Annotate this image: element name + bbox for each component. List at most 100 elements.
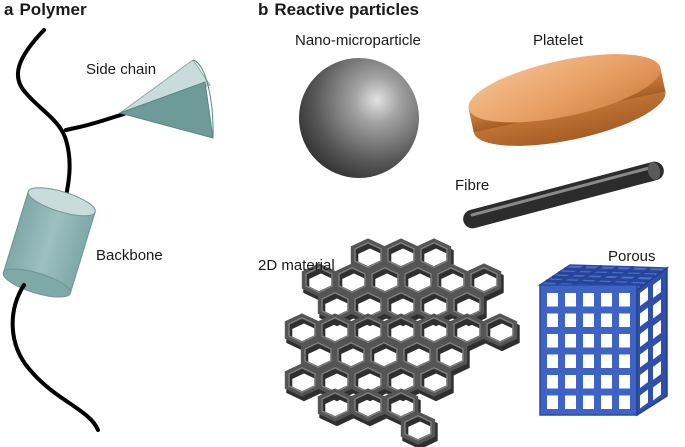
honeycomb-cell-highlight: [453, 292, 481, 318]
honeycomb-cell: [432, 338, 468, 372]
honeycomb-cell-highlight: [404, 267, 432, 293]
honeycomb-cell: [416, 288, 452, 322]
honeycomb-cell-highlight: [404, 415, 432, 441]
honeycomb-cell: [416, 313, 452, 347]
cube-side-pore: [653, 361, 661, 380]
honeycomb-cell-highlight: [321, 367, 349, 393]
polymer-illustration: [2, 28, 214, 432]
cube-side-pore: [640, 328, 648, 347]
honeycomb-cell-highlight: [354, 242, 382, 268]
2d-material-label: 2D material: [258, 257, 335, 274]
honeycomb-cell: [383, 313, 419, 347]
honeycomb-cell: [400, 263, 436, 297]
cube-front-pore: [547, 334, 558, 348]
honeycomb-cell-shadow: [286, 366, 322, 402]
cube-front-pore: [565, 354, 576, 368]
honeycomb-cell-highlight: [337, 342, 365, 368]
cube-front-pore: [601, 293, 612, 307]
cube-front-pore: [601, 375, 612, 389]
honeycomb-cell-highlight: [387, 292, 415, 318]
honeycomb-cell-highlight: [420, 292, 448, 318]
cube-front-pore: [583, 395, 594, 409]
honeycomb-cell-shadow: [418, 366, 454, 402]
honeycomb-cell: [433, 263, 469, 297]
honeycomb-cell: [350, 238, 386, 272]
honeycomb-cell-highlight: [387, 317, 415, 343]
honeycomb-cell-shadow: [319, 366, 355, 402]
honeycomb-cell-highlight: [453, 317, 481, 343]
honeycomb-cell: [449, 313, 485, 347]
honeycomb-cell-highlight: [321, 317, 349, 343]
honeycomb-cell: [301, 263, 337, 297]
honeycomb-cell-highlight: [387, 392, 415, 418]
honeycomb-cell: [334, 263, 370, 297]
honeycomb-cell-shadow: [418, 291, 454, 327]
cube-front-pore: [619, 354, 630, 368]
porous-cube: [537, 264, 670, 417]
honeycomb-cell: [400, 411, 436, 445]
honeycomb-2d-material: [284, 238, 520, 447]
cube-side-pore: [653, 279, 661, 298]
honeycomb-cell-shadow: [352, 366, 388, 402]
cube-front-pore: [565, 334, 576, 348]
honeycomb-cell-shadow: [319, 391, 355, 427]
fibre-label: Fibre: [455, 177, 490, 194]
honeycomb-cell-shadow: [319, 291, 355, 327]
platelet-label: Platelet: [533, 32, 584, 49]
honeycomb-cell-shadow: [352, 391, 388, 427]
cube-front-pore: [583, 354, 594, 368]
honeycomb-cell-highlight: [321, 392, 349, 418]
honeycomb-cell: [300, 338, 336, 372]
honeycomb-cell-shadow: [385, 291, 421, 327]
porous-label: Porous: [608, 248, 656, 265]
polymer-side-branch: [64, 112, 126, 132]
cube-front-pore: [601, 354, 612, 368]
honeycomb-cell-shadow: [385, 366, 421, 402]
cube-front-pore: [583, 334, 594, 348]
honeycomb-cell-highlight: [305, 267, 333, 293]
honeycomb-cell: [466, 263, 502, 297]
honeycomb-cell-highlight: [304, 342, 332, 368]
cube-front-pore: [583, 313, 594, 327]
honeycomb-cell-highlight: [321, 292, 349, 318]
cube-side-pore: [640, 389, 648, 409]
honeycomb-cell: [367, 263, 403, 297]
honeycomb-cell: [317, 288, 353, 322]
cube-side-pore: [640, 369, 648, 388]
panel-a-letter: a: [4, 0, 14, 19]
cube-front-pore: [547, 313, 558, 327]
panel-b-letter: b: [258, 0, 269, 19]
panel-b-heading: Reactive particles: [274, 0, 419, 19]
honeycomb-cell-highlight: [486, 317, 514, 343]
cube-front-pore: [583, 293, 594, 307]
honeycomb-cell: [317, 388, 353, 422]
honeycomb-cell-highlight: [403, 342, 431, 368]
honeycomb-cell: [366, 338, 402, 372]
cube-front-pore: [547, 375, 558, 389]
cube-front-pore: [619, 313, 630, 327]
honeycomb-cell: [416, 363, 452, 397]
honeycomb-cell: [350, 388, 386, 422]
honeycomb-cell: [383, 288, 419, 322]
cube-side-pore: [653, 320, 661, 339]
cube-front-pore: [547, 395, 558, 409]
honeycomb-cell-highlight: [354, 292, 382, 318]
cube-side-pore: [653, 381, 661, 401]
honeycomb-cell: [416, 238, 452, 272]
honeycomb-cell-shadow: [352, 291, 388, 327]
nano-microparticle-label: Nano-microparticle: [295, 32, 421, 49]
cube-side-pore: [653, 340, 661, 360]
cube-side-pore: [653, 299, 661, 319]
side-chain-label: Side chain: [86, 61, 157, 78]
fibre-rod: [463, 161, 664, 229]
honeycomb-cell-highlight: [354, 367, 382, 393]
nano-microparticle-sphere: [299, 58, 419, 178]
honeycomb-cell-highlight: [288, 317, 316, 343]
honeycomb-cell-highlight: [338, 267, 366, 293]
honeycomb-cell-shadow: [484, 316, 520, 352]
cube-front-pore: [619, 395, 630, 409]
cube-side-pore: [640, 287, 648, 306]
